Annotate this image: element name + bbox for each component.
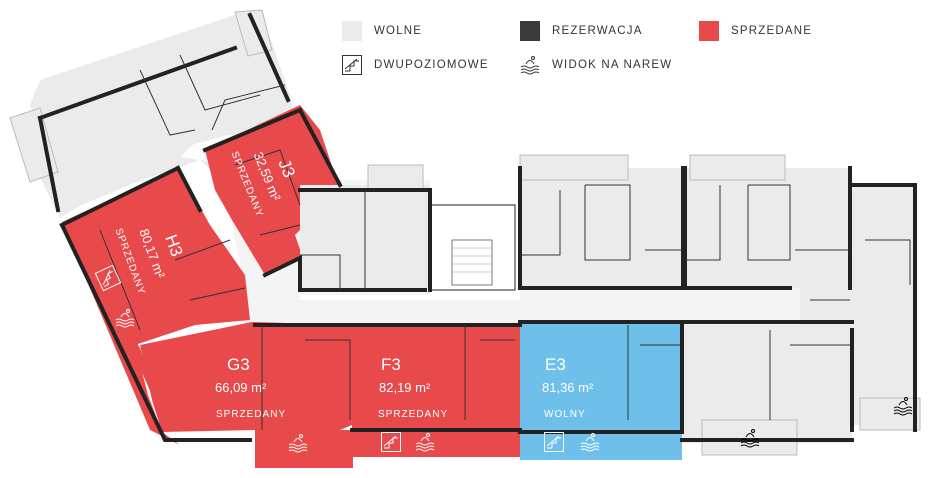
unit-g3-area: 66,09 m² — [215, 380, 267, 395]
legend-swatch-sprzedane — [699, 21, 719, 41]
legend-rezerwacja: REZERWACJA — [520, 21, 643, 41]
unit-g3-code: G3 — [227, 355, 250, 374]
duplex-stairs-icon — [342, 55, 362, 75]
legend-swatch-wolne — [342, 21, 362, 41]
unit-e3-area: 81,36 m² — [542, 380, 594, 395]
unit-f3-status: SPRZEDANY — [378, 409, 448, 420]
unit-g3[interactable] — [140, 322, 352, 468]
unit-j3-code: J3 — [274, 157, 298, 181]
unit-free-top-1-balcony — [519, 154, 629, 181]
far-right-balcony — [859, 397, 921, 431]
unit-free-top-2-balcony — [689, 154, 786, 181]
balcony-left — [9, 107, 59, 183]
unit-free-small-top-balcony — [367, 164, 424, 191]
legend-wolne: WOLNE — [342, 21, 422, 41]
staircase — [429, 204, 516, 291]
legend-label-rezerwacja: REZERWACJA — [552, 25, 643, 37]
unit-f3-label: F3 82,19 m² SPRZEDANY — [378, 355, 448, 452]
legend-label-widok: WIDOK NA NAREW — [552, 59, 673, 71]
interior-lines — [99, 54, 911, 430]
walls — [37, 12, 917, 442]
legend-swatch-rezerwacja — [520, 21, 540, 41]
legend-widok: WIDOK NA NAREW — [520, 55, 672, 75]
unit-free-far-right[interactable] — [800, 185, 915, 425]
unit-j3[interactable] — [205, 105, 340, 275]
unit-g3-status: SPRZEDANY — [216, 409, 286, 420]
legend-label-dwupoziomowe: DWUPOZIOMOWE — [374, 59, 489, 71]
legend-sprzedane: SPRZEDANE — [699, 21, 812, 41]
legend-dwupoziomowe: DWUPOZIOMOWE — [342, 55, 489, 75]
unit-h3[interactable] — [62, 168, 250, 445]
unit-e3-label: E3 81,36 m² WOLNY — [542, 355, 600, 452]
unit-e3-status: WOLNY — [544, 409, 586, 420]
unit-f3-area: 82,19 m² — [379, 380, 431, 395]
unit-e3-code: E3 — [545, 355, 566, 374]
unit-f3[interactable] — [352, 325, 520, 428]
unit-free-top-left-2[interactable] — [30, 15, 300, 210]
unit-f3-code: F3 — [381, 355, 401, 374]
unit-g3-balcony — [255, 430, 353, 468]
unit-g3-label: G3 66,09 m² SPRZEDANY — [215, 355, 308, 453]
legend-label-sprzedane: SPRZEDANE — [731, 25, 813, 37]
unit-free-top-3[interactable] — [790, 168, 852, 288]
river-view-icon — [520, 56, 540, 75]
unit-e3[interactable] — [520, 322, 682, 432]
unit-free-top-1[interactable] — [518, 168, 683, 288]
legend-label-wolne: WOLNE — [374, 25, 423, 37]
unit-free-bottom-right-balcony — [701, 419, 798, 456]
